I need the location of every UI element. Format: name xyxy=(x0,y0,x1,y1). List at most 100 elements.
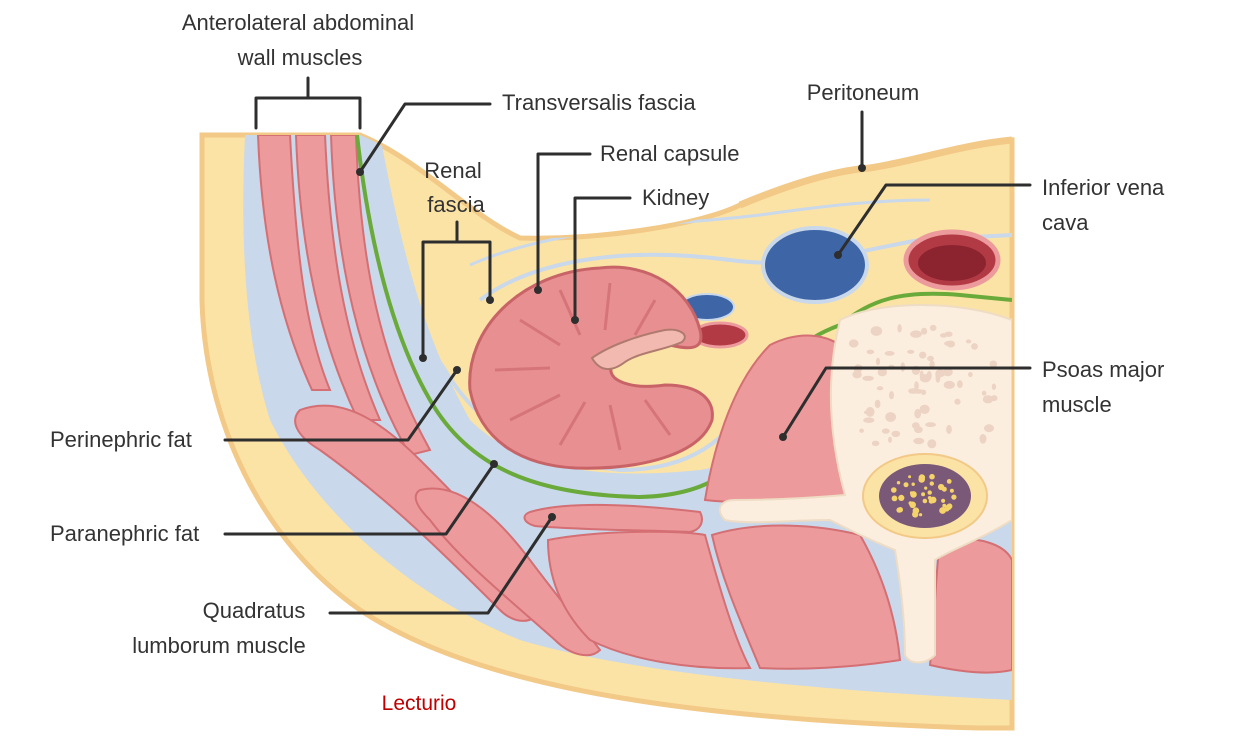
bone-speckle xyxy=(919,351,927,359)
paranephric-fat-leader xyxy=(223,462,496,536)
bone-speckle xyxy=(888,436,892,443)
label-perinephric-fat: Perinephric fat xyxy=(50,427,192,452)
bone-speckle xyxy=(876,386,884,391)
bone-speckle xyxy=(873,327,878,332)
bone-speckle xyxy=(984,424,994,433)
lateral-muscle-slip-2 xyxy=(414,487,602,657)
label-renal-fascia-line1: Renal xyxy=(424,158,481,183)
label-anterolateral-line1: Anterolateral abdominal xyxy=(182,10,414,35)
renal-pyramids xyxy=(494,282,672,451)
bone-speckle xyxy=(859,428,864,433)
bone-speckle xyxy=(991,383,997,390)
bone-speckle xyxy=(957,380,963,388)
renal-fascia-dot-2 xyxy=(486,296,494,304)
bone-speckle xyxy=(871,440,880,446)
bone-speckle xyxy=(913,437,925,445)
renal-capsule-leader xyxy=(536,152,592,292)
cord-speckle xyxy=(903,482,909,488)
bone-speckle xyxy=(942,367,953,377)
wall-muscle-3 xyxy=(329,135,432,457)
bone-speckle xyxy=(914,426,923,434)
spinal-cord-texture xyxy=(891,473,957,518)
label-inferior-vena-cava-line1: Inferior vena xyxy=(1042,175,1165,200)
bone-speckle xyxy=(881,428,890,434)
cancellous-bone-texture xyxy=(848,324,998,449)
bone-speckle xyxy=(897,324,902,333)
quadratus-lumborum-dot xyxy=(548,513,556,521)
cord-speckle xyxy=(922,498,928,504)
wall-muscle-1 xyxy=(256,135,332,391)
transversalis-fascia-leader xyxy=(358,102,492,174)
bone-speckle xyxy=(971,343,978,350)
bone-speckle xyxy=(875,357,881,366)
cord-speckle xyxy=(924,486,928,490)
aorta-lumen xyxy=(918,245,986,281)
psoas-major-leader xyxy=(781,366,1032,439)
label-renal-capsule: Renal capsule xyxy=(600,141,739,166)
peritoneum-outline xyxy=(738,136,1013,209)
bone-speckle xyxy=(914,408,922,419)
cord-speckle xyxy=(927,496,932,500)
bone-speckle xyxy=(968,371,973,378)
right-back-muscle xyxy=(928,537,1012,674)
renal-pelvis xyxy=(590,328,686,370)
bone-speckle xyxy=(944,341,954,346)
erector-spinae-muscle xyxy=(546,530,752,670)
label-inferior-vena-cava-line2: cava xyxy=(1042,210,1089,235)
cord-speckle xyxy=(929,481,934,486)
inferior-vena-cava xyxy=(761,226,869,304)
brand-logo: Lecturio xyxy=(382,692,457,715)
bone-speckle xyxy=(885,412,896,422)
wall-muscle-2 xyxy=(294,135,382,421)
label-kidney: Kidney xyxy=(642,185,709,210)
cord-speckle xyxy=(908,475,912,479)
bone-speckle xyxy=(935,372,941,383)
cord-speckle xyxy=(942,508,945,512)
cord-speckle xyxy=(942,503,947,508)
cord-speckle xyxy=(909,491,914,495)
bone-speckle xyxy=(927,355,934,362)
renal-capsule-dot xyxy=(534,286,542,294)
peritoneum-dot xyxy=(858,164,866,172)
bone-speckle xyxy=(929,324,937,331)
bone-speckle xyxy=(943,380,955,389)
inferior-vena-cava-dot xyxy=(834,251,842,259)
perinephric-fat-dot xyxy=(453,366,461,374)
cord-speckle xyxy=(896,481,901,485)
cord-speckle xyxy=(921,492,926,497)
spinal-cord xyxy=(879,464,971,528)
psoas-major-dot xyxy=(779,433,787,441)
bone-speckle xyxy=(863,417,875,424)
cord-speckle xyxy=(941,486,947,492)
label-anterolateral-line2: wall muscles xyxy=(237,45,363,70)
bone-speckle xyxy=(907,349,915,354)
cord-speckle xyxy=(896,507,902,513)
bone-speckle xyxy=(965,339,972,344)
perinephric-fat-leader xyxy=(223,368,459,442)
cord-speckle xyxy=(927,490,932,495)
paranephric-fat-dot xyxy=(490,460,498,468)
renal-fascia-anterior xyxy=(478,233,1012,302)
anterolateral-bracket xyxy=(254,76,362,130)
label-renal-fascia-line2: fascia xyxy=(427,192,485,217)
bone-speckle xyxy=(940,333,948,338)
deep-back-muscle xyxy=(710,524,902,670)
cord-speckle xyxy=(891,495,898,502)
cord-speckle xyxy=(951,494,957,500)
label-paranephric-fat: Paranephric fat xyxy=(50,521,199,546)
quadratus-lumborum-leader xyxy=(328,515,554,615)
bone-speckle xyxy=(921,327,928,335)
kidney-dot xyxy=(571,316,579,324)
cord-speckle xyxy=(898,494,905,501)
bone-speckle xyxy=(982,395,994,404)
transversalis-fascia-dot xyxy=(356,168,364,176)
bone-speckle xyxy=(954,398,961,405)
cord-speckle xyxy=(891,487,897,493)
bone-speckle xyxy=(889,391,894,400)
cord-speckle xyxy=(911,482,915,486)
bone-speckle xyxy=(877,368,887,377)
bone-speckle xyxy=(990,395,998,402)
cord-speckle xyxy=(919,513,923,517)
